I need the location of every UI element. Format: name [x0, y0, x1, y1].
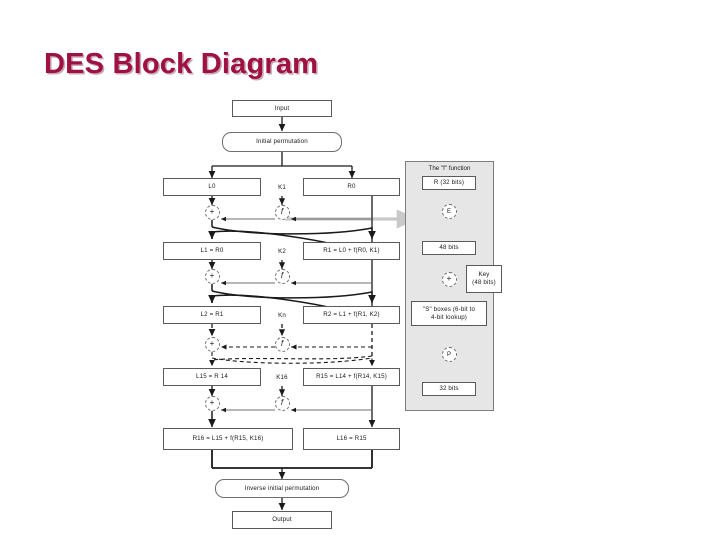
label-round0-key: K1	[278, 183, 286, 191]
f-node-e-circle: E	[441, 204, 457, 219]
f-node-p-circle: P	[441, 347, 457, 362]
round2-xor-circle: +	[204, 337, 220, 352]
node-round1-right: R1 = L0 + f(R0, K1)	[303, 242, 400, 260]
node-input: Input	[232, 100, 332, 117]
f-node-48bits: 48 bits	[422, 241, 476, 255]
plus-glyph: +	[209, 207, 215, 216]
node-final-left: R16 = L15 + f(R15, K16)	[163, 428, 293, 450]
round2-f-circle: f	[274, 337, 290, 352]
round1-xor-circle: +	[204, 269, 220, 284]
round0-f-circle: f	[274, 205, 290, 220]
node-round1-left: L1 = R0	[163, 242, 261, 260]
node-inverse-initial-permutation: Inverse initial permutation	[215, 479, 349, 498]
f-node-r32: R (32 bits)	[422, 176, 476, 190]
page-title: DES Block Diagram	[44, 48, 319, 80]
f-node-sboxes: "S" boxes (6-bit to 4-bit lookup)	[411, 301, 487, 326]
f-glyph: f	[280, 207, 284, 216]
node-round0-left: L0	[163, 178, 261, 196]
node-round3-right: R15 = L14 + f(R14, K15)	[303, 368, 400, 386]
f-glyph: f	[280, 398, 284, 407]
node-round2-left: L2 = R1	[163, 306, 261, 324]
sboxes-label-line2: 4-bit lookup)	[431, 313, 467, 321]
key-label-line2: (48 bits)	[472, 279, 496, 286]
p-glyph: P	[446, 351, 451, 358]
plus-glyph: +	[209, 339, 215, 348]
node-round3-left: L15 = R 14	[163, 368, 261, 386]
round3-xor-circle: +	[204, 396, 220, 411]
sboxes-label-line1: "S" boxes (6-bit to	[422, 305, 476, 313]
round1-f-circle: f	[274, 269, 290, 284]
f-function-panel-title: The "f" function	[428, 165, 471, 172]
f-node-key: Key (48 bits)	[466, 265, 502, 293]
round3-f-circle: f	[274, 396, 290, 411]
node-round2-right: R2 = L1 + f(R1, K2)	[303, 306, 400, 324]
label-round1-key: K2	[278, 247, 286, 255]
round0-xor-circle: +	[204, 205, 220, 220]
e-glyph: E	[446, 208, 451, 215]
key-label-line1: Key	[478, 271, 490, 279]
f-node-xor-circle: +	[441, 272, 457, 287]
f-glyph: f	[280, 271, 284, 280]
label-round3-key: K16	[276, 373, 288, 381]
plus-glyph: +	[446, 274, 452, 283]
f-glyph: f	[280, 339, 284, 348]
node-final-right: L16 = R15	[303, 428, 400, 450]
f-node-32bits: 32 bits	[422, 382, 476, 396]
node-initial-permutation: Initial permutation	[222, 132, 342, 152]
label-round2-key: Kn	[278, 311, 286, 319]
node-output: Output	[232, 511, 332, 529]
plus-glyph: +	[209, 398, 215, 407]
node-round0-right: R0	[303, 178, 400, 196]
plus-glyph: +	[209, 271, 215, 280]
